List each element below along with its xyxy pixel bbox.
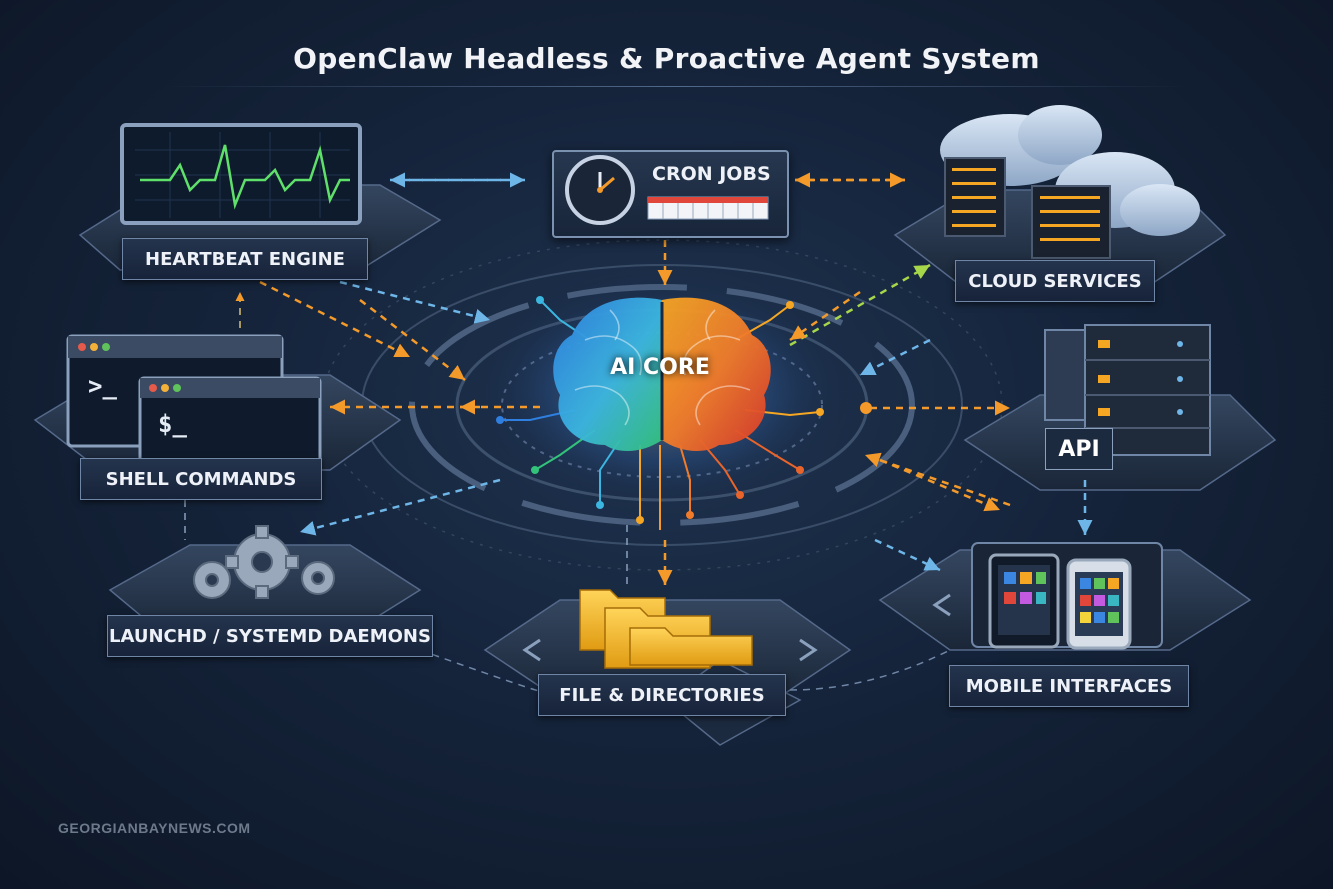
cron-jobs-label: CRON JOBS bbox=[652, 163, 771, 185]
cloud-services-label: CLOUD SERVICES bbox=[955, 260, 1155, 302]
title-divider bbox=[160, 86, 1190, 87]
ai-core-brain bbox=[553, 297, 771, 452]
api-server-rack-icon bbox=[1044, 324, 1211, 456]
terminal-prompt-2: $_ bbox=[158, 410, 187, 438]
circuit-nodes bbox=[496, 296, 872, 524]
daemons-label: LAUNCHD / SYSTEMD DAEMONS bbox=[107, 615, 433, 657]
shell-commands-label: SHELL COMMANDS bbox=[80, 458, 322, 500]
mobile-interfaces-label: MOBILE INTERFACES bbox=[949, 665, 1189, 707]
folders-icon bbox=[579, 589, 753, 669]
diagram-title: OpenClaw Headless & Proactive Agent Syst… bbox=[293, 42, 1040, 75]
mobile-devices-icon bbox=[971, 542, 1163, 650]
terminal-windows bbox=[66, 334, 322, 466]
heartbeat-monitor bbox=[120, 123, 362, 225]
file-directories-label: FILE & DIRECTORIES bbox=[538, 674, 786, 716]
terminal-prompt-1: >_ bbox=[88, 372, 117, 400]
api-label: API bbox=[1045, 428, 1113, 470]
ai-core-label: AI CORE bbox=[610, 355, 710, 380]
watermark: GEORGIANBAYNEWS.COM bbox=[58, 820, 251, 836]
gears-icon bbox=[193, 525, 335, 599]
cloud-servers-icon bbox=[940, 105, 1200, 259]
heartbeat-engine-label: HEARTBEAT ENGINE bbox=[122, 238, 368, 280]
